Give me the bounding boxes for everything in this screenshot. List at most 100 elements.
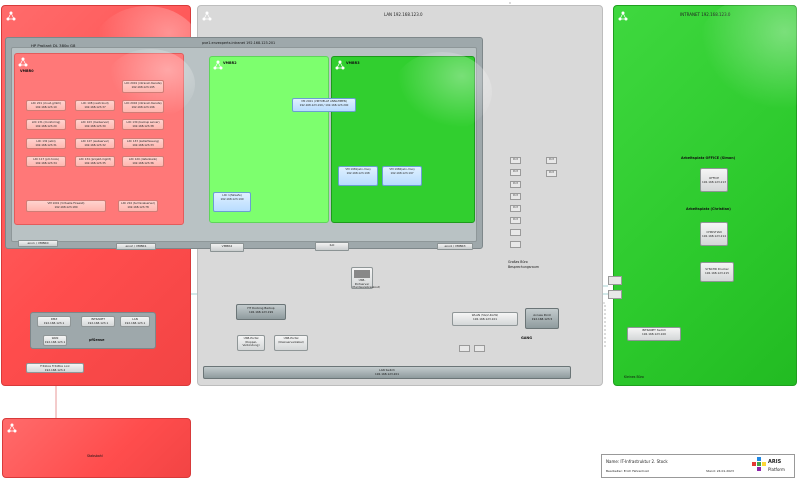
vm-ip: 192.168.123.196 <box>131 104 155 109</box>
vm-ip: 192.168.123.35 <box>84 160 106 165</box>
workstation-pc[interactable]: CHRISTIAN 192.168.123.214 <box>700 222 728 246</box>
vm-ip: 192.168.123.180 <box>54 204 78 209</box>
vm-card[interactable]: LXC 201 (cloud-gmbh)192.168.123.10 <box>26 100 66 111</box>
sync-printer[interactable]: SYNCHR Drucker 192.168.123.215 <box>700 262 734 282</box>
device-ip: 192.168.123.5 <box>531 316 553 321</box>
vm-card[interactable]: LXC 2002 (intranet dienste)192.168.123.1… <box>122 100 164 113</box>
port[interactable]: Port <box>510 217 521 224</box>
vm-name: LXC 120 (datenbank) <box>128 157 158 161</box>
wlan-device[interactable]: WLAN (5G/2.4GHz) 192.168.123.101 <box>452 312 518 326</box>
vm-card[interactable]: LXC 2001 (intranet dienste)192.168.123.1… <box>122 80 164 93</box>
device-ip: 192.168.123.1 <box>124 320 146 325</box>
device-ip: 192.168.123.101 <box>472 316 498 321</box>
nic-eno2[interactable]: eno2 / VMBR1 <box>116 243 156 250</box>
port[interactable] <box>608 276 622 285</box>
device-sub: (Kleinserverkabel) <box>278 339 304 344</box>
usb-portal[interactable]: USB-Portal (Kleinserverkabel) <box>274 335 308 351</box>
device-name: LAN Switch <box>379 368 395 372</box>
vm-card[interactable]: LXC 117 (pm tools)192.168.123.34 <box>26 156 66 167</box>
port[interactable]: Port <box>546 170 557 177</box>
vm-card[interactable]: VM 1001 (Virtuelle Firewall)192.168.123.… <box>26 200 106 212</box>
device-ip: 192.168.123.1 <box>43 320 65 325</box>
vm-name: VM 1001 (Virtuelle Firewall) <box>47 201 85 205</box>
vm-ip: 192.168.123.78 <box>127 204 149 209</box>
usb-portserver[interactable]: USB-Portserver (Hardwarebreakout) <box>351 267 380 289</box>
vm-ip: 192.168.123.30 <box>84 123 106 128</box>
ht-docking-backup[interactable]: HT Docking Backup 192.168.123.199 <box>236 304 286 320</box>
device-ip: 192.168.123.215 <box>704 270 730 275</box>
network-icon <box>335 60 345 70</box>
vm-name: VM 1981(win-mvs) <box>345 167 371 171</box>
vm-name: LXC 117 (pm tools) <box>33 157 59 161</box>
vm-card[interactable]: LXC 108 (nextcloud)192.168.123.37 <box>75 100 115 111</box>
port[interactable]: Port <box>510 205 521 212</box>
vm-name: VM 2001 (VIRTUELLE ANNAHMEN) <box>301 99 347 103</box>
device-name: Access Point <box>533 313 551 317</box>
vm-card[interactable]: VM 2001 (VIRTUELLE ANNAHMEN)192.168.123.… <box>292 98 356 112</box>
network-icon <box>18 57 28 67</box>
vm-name: LXC 210 (terminalserver) <box>121 201 155 205</box>
nic-vmbr2[interactable]: VMBR2 <box>210 243 244 252</box>
fritzbox[interactable]: Fritzbox FritzBox Link 192.168.123.2 <box>26 363 84 373</box>
pfsense-label: pfSense <box>89 338 105 342</box>
vm-card[interactable]: LXC 130 (backup server)192.168.123.38 <box>122 119 164 130</box>
usb-portal[interactable]: USB-Portal (Doppel-Verbindung) <box>237 335 265 351</box>
intranet-switch[interactable]: INTRANET Switch 192.168.123.100 <box>627 327 681 341</box>
port[interactable] <box>510 229 521 236</box>
office-pc[interactable]: OFFICE 192.168.123.213 <box>700 168 728 192</box>
vm-bridge-red-title: VMBR0 <box>20 69 34 73</box>
port[interactable] <box>459 345 470 352</box>
vm-card[interactable]: LXC 210 (terminalserver)192.168.123.78 <box>118 200 158 212</box>
vm-name: LXC 201 (cloud-gmbh) <box>31 101 61 105</box>
vm-card[interactable]: LXC 132 (wiki)192.168.123.31 <box>26 138 66 149</box>
port[interactable] <box>608 290 622 299</box>
port[interactable] <box>510 241 521 248</box>
vm-name: LXC 107 (webserver) <box>80 139 110 143</box>
vm-card[interactable]: LXC 107 (webserver)192.168.123.32 <box>75 138 115 149</box>
host-title: HP Proliant DL 380p G8 <box>31 43 76 48</box>
device-name: USB-Portserver <box>354 278 370 286</box>
port[interactable]: Port <box>510 193 521 200</box>
vm-name: VM 1982(win-mvs) <box>389 167 415 171</box>
vm-card[interactable]: LXC 131 (monitoring)192.168.123.20 <box>26 119 66 130</box>
vm-card[interactable]: LXC 1(fallsafe)192.168.123.199 <box>213 192 251 212</box>
vm-ip: 192.168.123.37 <box>84 104 106 109</box>
vm-card[interactable]: VM 1981(win-mvs)192.168.123.198 <box>338 166 378 186</box>
zone-red-bottom: Stabsbahl <box>2 418 191 478</box>
device-name: DMZ <box>50 317 58 321</box>
port[interactable]: Port <box>510 157 521 164</box>
vm-card[interactable]: VM 1982(win-mvs)192.168.123.197 <box>382 166 422 186</box>
vm-ip: 192.168.123.198 <box>346 170 370 175</box>
vm-name: LXC 130 (backup server) <box>126 120 160 124</box>
vm-card[interactable]: LXC 103 (mailserver)192.168.123.30 <box>75 119 115 130</box>
vm-ip: 192.168.123.32 <box>84 142 106 147</box>
lan-switch[interactable]: LAN Switch 192.168.123.201 <box>203 366 571 379</box>
network-icon <box>7 423 17 433</box>
device-name: USB-Portal <box>283 336 299 340</box>
room-label: Großes Büro <box>508 260 528 264</box>
access-point[interactable]: Access Point 192.168.123.5 <box>525 308 559 329</box>
vm-ip: 192.168.123.197 <box>390 170 414 175</box>
nic-eno1[interactable]: eno1 / VMBR0 <box>18 240 58 247</box>
port[interactable]: Port <box>510 169 521 176</box>
port[interactable]: Port <box>510 181 521 188</box>
vm-card[interactable]: LXC 133 (zeiterfassung)192.168.123.33 <box>122 138 164 149</box>
vm-card[interactable]: LXC 120 (datenbank)192.168.123.36 <box>122 156 164 167</box>
device-name: INTRANET Switch <box>641 328 667 332</box>
port[interactable]: Port <box>546 157 557 164</box>
legend-brand: ARIS <box>768 459 782 465</box>
vm-card[interactable]: LXC 134 (projekt-mgmt)192.168.123.35 <box>75 156 115 167</box>
device-name: WAN <box>51 336 59 340</box>
port[interactable] <box>474 345 485 352</box>
zone-red-bottom-title: Stabsbahl <box>87 454 103 458</box>
nic-eno4[interactable]: eno4 / VMBR3 <box>437 243 473 250</box>
nic-ilo[interactable]: ILO <box>315 242 349 251</box>
device-ip: 192.168.123.214 <box>701 233 727 238</box>
device-name: HT Docking Backup <box>247 306 275 310</box>
vm-name: LXC 108 (nextcloud) <box>81 101 109 105</box>
